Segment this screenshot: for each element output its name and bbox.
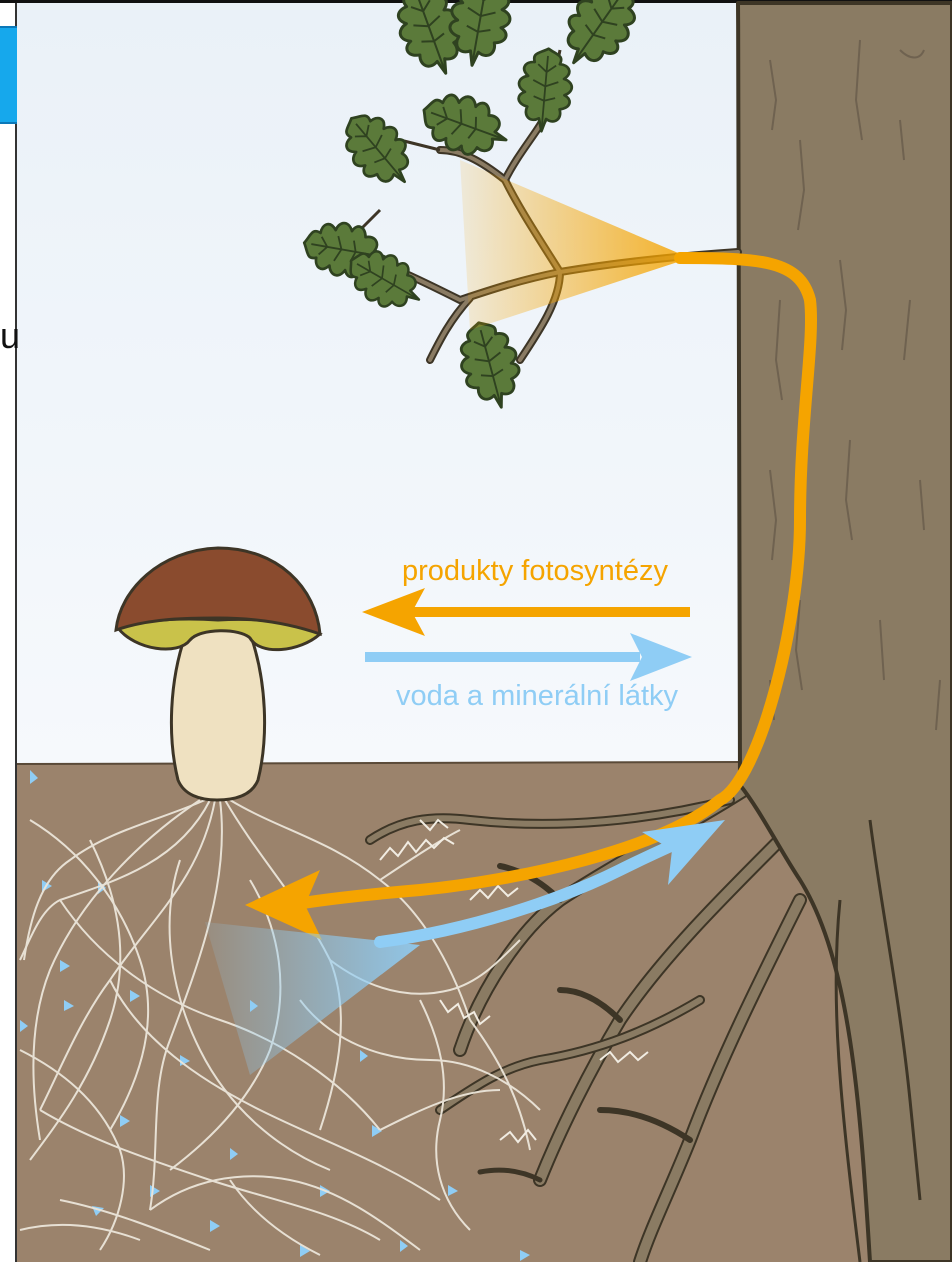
side-letter: u — [0, 318, 20, 354]
frame-left-edge — [15, 3, 17, 1262]
label-water-minerals: voda a minerální látky — [396, 680, 679, 712]
mushroom-stem — [171, 628, 264, 800]
label-photosynthesis-products: produkty fotosyntézy — [402, 555, 668, 587]
side-tab[interactable] — [0, 26, 17, 124]
